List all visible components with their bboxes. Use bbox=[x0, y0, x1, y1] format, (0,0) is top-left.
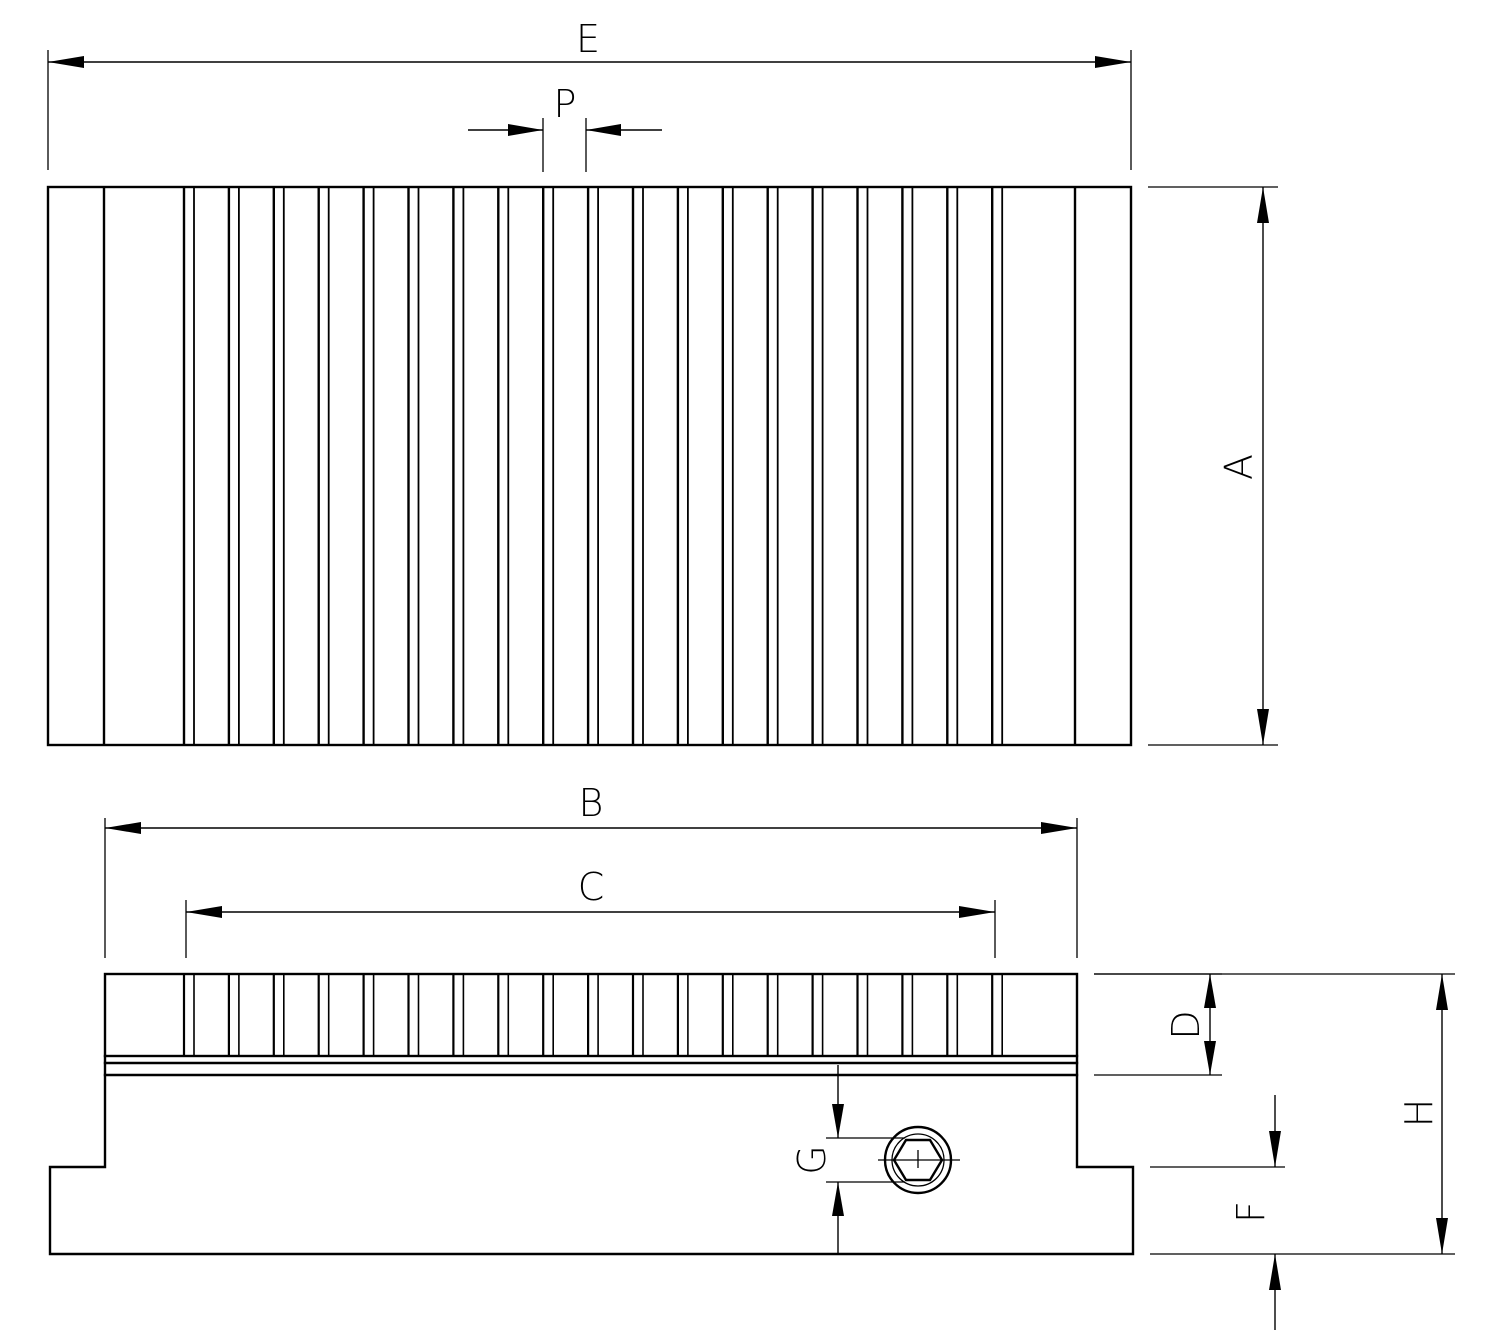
dimension-label-h: H bbox=[1397, 1099, 1441, 1128]
top-view-pole-stripes bbox=[102, 187, 1077, 745]
dimension-label-b: B bbox=[579, 781, 604, 825]
dimension-label-d: D bbox=[1164, 1010, 1208, 1039]
dimension-g: G bbox=[790, 1065, 905, 1255]
hex-screw-icon bbox=[878, 1125, 960, 1195]
dimension-label-a: A bbox=[1217, 454, 1261, 480]
dimension-label-g: G bbox=[790, 1145, 834, 1174]
dimension-d: D bbox=[1094, 973, 1222, 1076]
dimension-b: B bbox=[104, 781, 1078, 958]
dimension-f: F bbox=[1150, 1095, 1285, 1330]
dimension-label-e: E bbox=[576, 17, 600, 61]
dimension-h: H bbox=[1094, 973, 1455, 1255]
side-view-top-plate bbox=[103, 972, 1079, 1058]
top-view-outline bbox=[46, 185, 1133, 747]
side-view bbox=[48, 972, 1135, 1256]
dimension-a: A bbox=[1148, 186, 1278, 746]
side-view-body-outline bbox=[48, 1054, 1135, 1256]
dimension-p: P bbox=[468, 82, 662, 172]
dimension-label-c: C bbox=[578, 865, 605, 909]
top-view bbox=[46, 185, 1133, 747]
dimension-c: C bbox=[185, 865, 996, 958]
dimension-label-f: F bbox=[1229, 1201, 1273, 1223]
dimension-e: E bbox=[47, 17, 1132, 170]
dimension-label-p: P bbox=[554, 82, 577, 126]
side-view-pole-stripes bbox=[182, 974, 1004, 1056]
